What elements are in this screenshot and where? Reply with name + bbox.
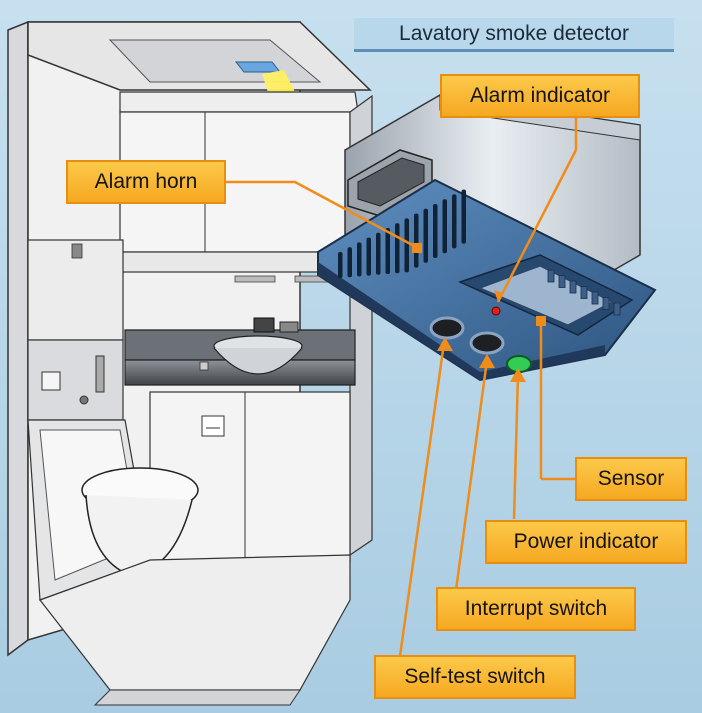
detector-switches	[429, 316, 532, 373]
vent-slot	[338, 252, 343, 278]
lavatory-cabinet	[7, 20, 373, 706]
leader-lines	[225, 117, 578, 657]
power-indicator-label: Power indicator	[485, 520, 687, 564]
vent-slot	[385, 228, 390, 274]
interrupt-switch-button	[469, 331, 505, 355]
sensor-fin	[547, 269, 555, 283]
sensor-fin	[558, 275, 566, 288]
leader-arrowheads	[412, 243, 546, 382]
sensor-fin	[580, 286, 588, 299]
vent-slot	[452, 194, 457, 249]
vent-slot	[433, 204, 438, 258]
interrupt-switch-label: Interrupt switch	[436, 587, 636, 631]
vent-slot	[423, 208, 428, 263]
vent-slot	[357, 242, 362, 277]
sensor-fin	[591, 291, 599, 305]
alarm-horn-label: Alarm horn	[66, 160, 226, 204]
sensor-fin	[602, 297, 610, 310]
alarm-indicator-label: Alarm indicator	[440, 74, 640, 118]
vent-slot	[395, 223, 400, 274]
sensor-chamber	[457, 254, 634, 336]
vent-slot	[442, 199, 447, 254]
alarm-led	[491, 306, 501, 316]
vent-slot	[404, 218, 409, 273]
detector-vents	[338, 189, 466, 278]
self-test-switch-label: Self-test switch	[374, 655, 576, 699]
vent-slot	[347, 247, 352, 278]
self-test-switch-button	[429, 316, 465, 340]
vent-slot	[376, 232, 381, 275]
vent-slot	[366, 237, 371, 276]
diagram-title: Lavatory smoke detector	[354, 18, 674, 52]
power-led	[506, 355, 532, 373]
sensor-fin	[569, 280, 577, 294]
sensor-label: Sensor	[575, 457, 687, 501]
vent-slot	[461, 189, 466, 244]
sensor-fin	[613, 302, 621, 316]
vent-slot	[414, 213, 419, 268]
